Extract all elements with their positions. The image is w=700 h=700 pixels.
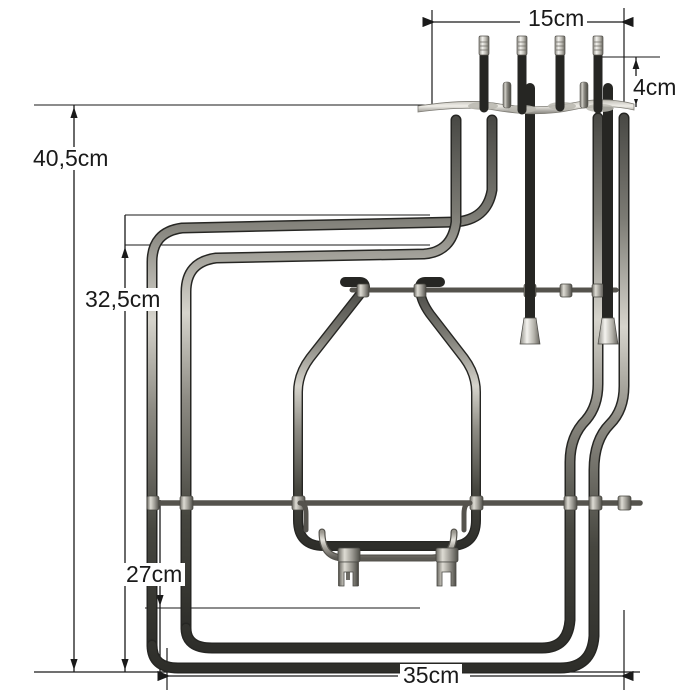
inner-element-loop [293,277,481,551]
plate-stubs [502,81,589,109]
dimension-label-lower-height: 27cm [123,563,186,586]
outer-element-loop [146,112,630,674]
lower-cross-brace [146,495,643,533]
mounting-clips [318,528,459,587]
inner-straight-tubes [519,83,619,345]
dimension-label-total-height: 40,5cm [30,147,112,170]
dimension-label-total-width: 35cm [400,664,463,687]
dimension-label-inner-height: 32,5cm [82,288,164,311]
dimension-label-terminal-height: 4cm [630,76,680,99]
mid-element-loop [180,112,604,654]
heating-element [146,35,643,674]
upper-cross-brace [349,283,619,298]
dimension-label-terminal-width: 15cm [525,7,588,30]
terminal-posts [478,35,604,115]
